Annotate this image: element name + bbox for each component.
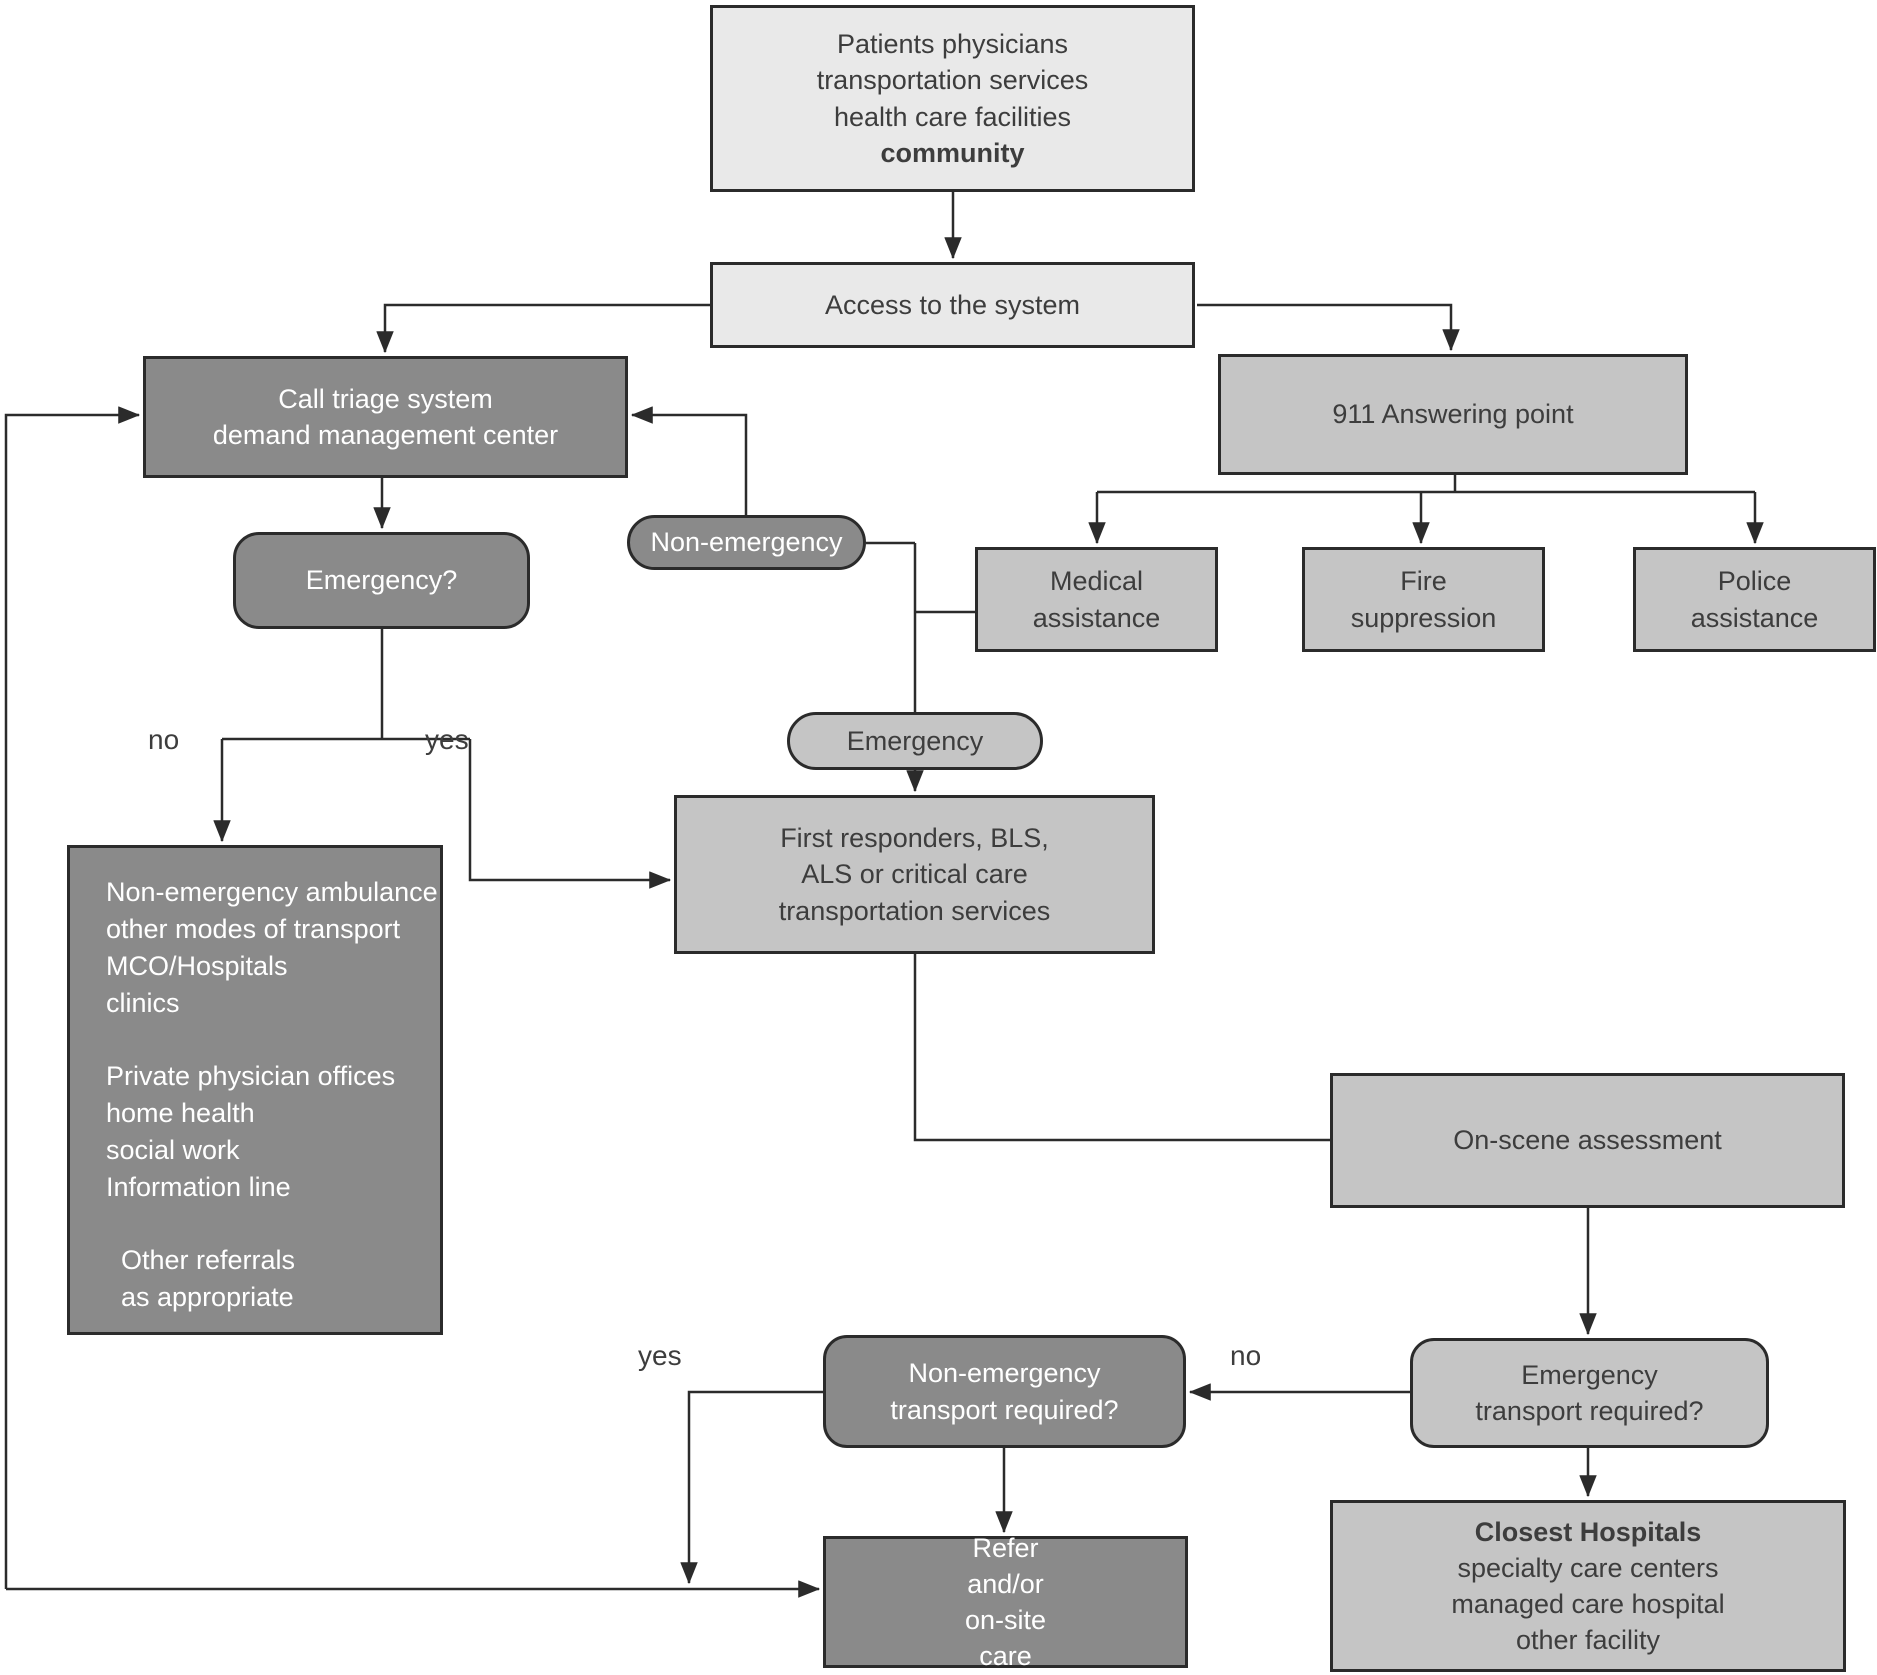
edge-access-to-call-triage [376, 303, 710, 354]
label-transport-no: no [1230, 1340, 1262, 1371]
referral-list-line: Non-emergency ambulance [106, 876, 438, 907]
referral-list-line: home health [106, 1098, 255, 1128]
non-emergency-tag-label: Non-emergency [650, 527, 843, 558]
node-refer-on-site-care: Refer and/or on-site care [823, 1533, 1188, 1671]
refer-line: and/or [967, 1568, 1044, 1599]
edge-feedback-to-call-triage [4, 406, 141, 1589]
node-non-emergency-transport-decision: Non-emergency transport required? [823, 1335, 1186, 1448]
non-emergency-transport-line: transport required? [890, 1394, 1119, 1425]
node-first-responders: First responders, BLS, ALS or critical c… [674, 795, 1155, 954]
referral-list-line: as appropriate [106, 1282, 294, 1313]
refer-line: Refer [972, 1532, 1039, 1563]
community-line: health care facilities [833, 101, 1072, 132]
node-emergency-decision: Emergency? [233, 532, 530, 629]
community-line: transportation services [816, 65, 1089, 96]
edge-non-emergency-to-call-triage [630, 406, 748, 515]
closest-hospitals-line: managed care hospital [1451, 1589, 1725, 1619]
emergency-decision-label: Emergency? [305, 565, 458, 596]
node-access-to-system: Access to the system [710, 262, 1195, 348]
node-medical-assistance: Medical assistance [975, 547, 1218, 652]
edge-emergency-yes-to-first-responders [468, 739, 672, 889]
referral-list-line: clinics [106, 987, 180, 1018]
call-triage-line: Call triage system [278, 383, 493, 414]
fire-line: Fire [1400, 566, 1447, 597]
on-scene-label: On-scene assessment [1453, 1125, 1722, 1156]
edge-access-to-911 [1197, 303, 1460, 352]
label-emergency-yes: yes [425, 724, 469, 755]
node-fire-suppression: Fire suppression [1302, 547, 1545, 652]
community-line: Patients physicians [836, 29, 1069, 60]
closest-hospitals-line: specialty care centers [1457, 1552, 1719, 1583]
non-emergency-transport-line: Non-emergency [908, 1358, 1101, 1389]
answering-point-label: 911 Answering point [1332, 399, 1574, 430]
node-community: Patients physicians transportation servi… [710, 5, 1195, 192]
node-call-triage-center: Call triage system demand management cen… [143, 356, 628, 478]
first-responders-line: transportation services [778, 895, 1051, 926]
label-transport-yes: yes [638, 1340, 682, 1371]
first-responders-line: First responders, BLS, [780, 823, 1049, 854]
label-emergency-no: no [148, 724, 180, 755]
referral-list-line: Private physician offices [106, 1061, 396, 1092]
refer-line: care [979, 1641, 1032, 1672]
police-line: Police [1717, 566, 1792, 597]
emergency-transport-line: transport required? [1475, 1396, 1704, 1426]
referral-list-line: MCO/Hospitals [106, 950, 288, 981]
medical-line: Medical [1049, 566, 1144, 597]
node-911-answering-point: 911 Answering point [1218, 354, 1688, 475]
community-line: community [880, 137, 1025, 168]
node-police-assistance: Police assistance [1633, 547, 1876, 652]
closest-hospitals-line: Closest Hospitals [1474, 1516, 1702, 1547]
edge-transport-yes-down [680, 1390, 823, 1585]
node-non-emergency-tag: Non-emergency [627, 515, 866, 570]
emergency-tag-label: Emergency [846, 725, 984, 756]
edge-first-responders-to-on-scene [913, 954, 1330, 1142]
police-line: assistance [1690, 602, 1819, 633]
node-referral-options-list: Non-emergency ambulance other modes of t… [67, 845, 443, 1335]
access-label: Access to the system [824, 289, 1081, 320]
fire-line: suppression [1350, 602, 1497, 633]
referral-list-line: other modes of transport [106, 913, 401, 944]
node-emergency-tag: Emergency [787, 712, 1043, 770]
first-responders-line: ALS or critical care [801, 859, 1028, 890]
referral-list-line: Other referrals [106, 1245, 296, 1276]
call-triage-line: demand management center [212, 420, 559, 450]
node-emergency-transport-decision: Emergency transport required? [1410, 1338, 1769, 1448]
referral-list-line: Information line [106, 1171, 291, 1202]
node-on-scene-assessment: On-scene assessment [1330, 1073, 1845, 1208]
referral-list-line: social work [106, 1134, 240, 1165]
refer-line: on-site [964, 1605, 1047, 1635]
emergency-transport-line: Emergency [1521, 1359, 1658, 1390]
node-closest-hospitals: Closest Hospitals specialty care centers… [1330, 1500, 1846, 1672]
closest-hospitals-line: other facility [1515, 1625, 1661, 1656]
medical-line: assistance [1032, 602, 1161, 633]
